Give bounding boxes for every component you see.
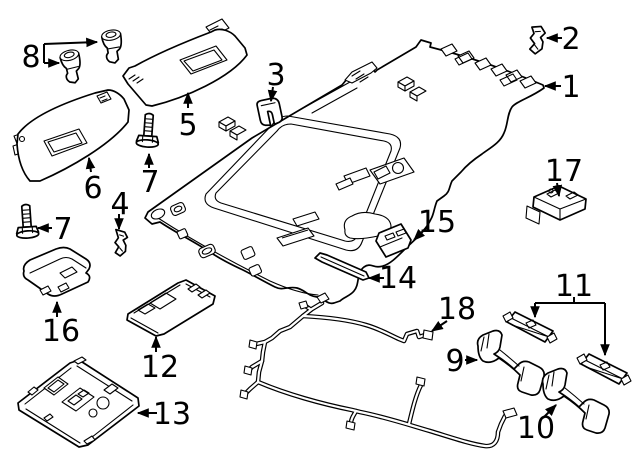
part-clip-2[interactable]	[528, 25, 547, 55]
part-trim-strip[interactable]	[314, 252, 370, 281]
callout-18[interactable]: 18	[438, 292, 476, 327]
part-handle-bracket-b[interactable]	[576, 353, 632, 386]
part-handle-bracket-a[interactable]	[502, 311, 558, 344]
callout-1[interactable]: 1	[561, 70, 580, 105]
callout-11[interactable]: 11	[555, 269, 593, 304]
part-console-bracket[interactable]	[126, 279, 216, 337]
callout-2[interactable]: 2	[561, 22, 580, 57]
part-storage-compartment[interactable]	[22, 246, 91, 297]
part-sun-visor-left[interactable]	[12, 89, 130, 182]
callout-12[interactable]: 12	[141, 350, 179, 385]
headliner-bracket-boxes	[218, 76, 427, 141]
headliner-clip-mounts	[440, 43, 537, 89]
callout-4[interactable]: 4	[110, 187, 129, 222]
callout-17[interactable]: 17	[545, 154, 583, 189]
callout-9[interactable]: 9	[445, 344, 464, 379]
headliner-lamp-cluster	[335, 157, 415, 191]
part-clip-4[interactable]	[114, 228, 129, 257]
part-sun-visor-right[interactable]	[122, 18, 248, 107]
callout-14[interactable]: 14	[379, 261, 417, 296]
callout-15[interactable]: 15	[418, 205, 456, 240]
part-visor-clip-a[interactable]	[100, 29, 125, 65]
part-grab-handle-front[interactable]	[476, 329, 545, 396]
part-visor-clip-b[interactable]	[59, 48, 85, 85]
callout-7-front[interactable]: 7	[140, 165, 159, 200]
part-screw-front[interactable]	[135, 112, 160, 148]
callout-16[interactable]: 16	[42, 314, 80, 349]
callout-labels: 1 2 3 4 5 6 7 7 8 9 10 11 12 13 14 15 16…	[21, 22, 593, 446]
part-mount-plate[interactable]	[375, 223, 412, 258]
callout-10[interactable]: 10	[517, 411, 555, 446]
part-overhead-console[interactable]	[17, 356, 140, 448]
callout-5[interactable]: 5	[178, 108, 197, 143]
callout-3[interactable]: 3	[266, 58, 285, 93]
callout-8[interactable]: 8	[21, 40, 40, 75]
part-wiring-harness[interactable]	[239, 292, 518, 446]
part-screw-side[interactable]	[15, 203, 40, 239]
callout-7-side[interactable]: 7	[53, 212, 72, 247]
callout-6[interactable]: 6	[83, 171, 102, 206]
part-roof-module[interactable]	[525, 185, 587, 225]
leader-lines	[36, 33, 610, 419]
part-headliner-panel[interactable]	[144, 39, 545, 305]
callout-13[interactable]: 13	[153, 397, 191, 432]
harness-connectors	[239, 292, 518, 431]
part-clip-3[interactable]	[256, 97, 283, 127]
